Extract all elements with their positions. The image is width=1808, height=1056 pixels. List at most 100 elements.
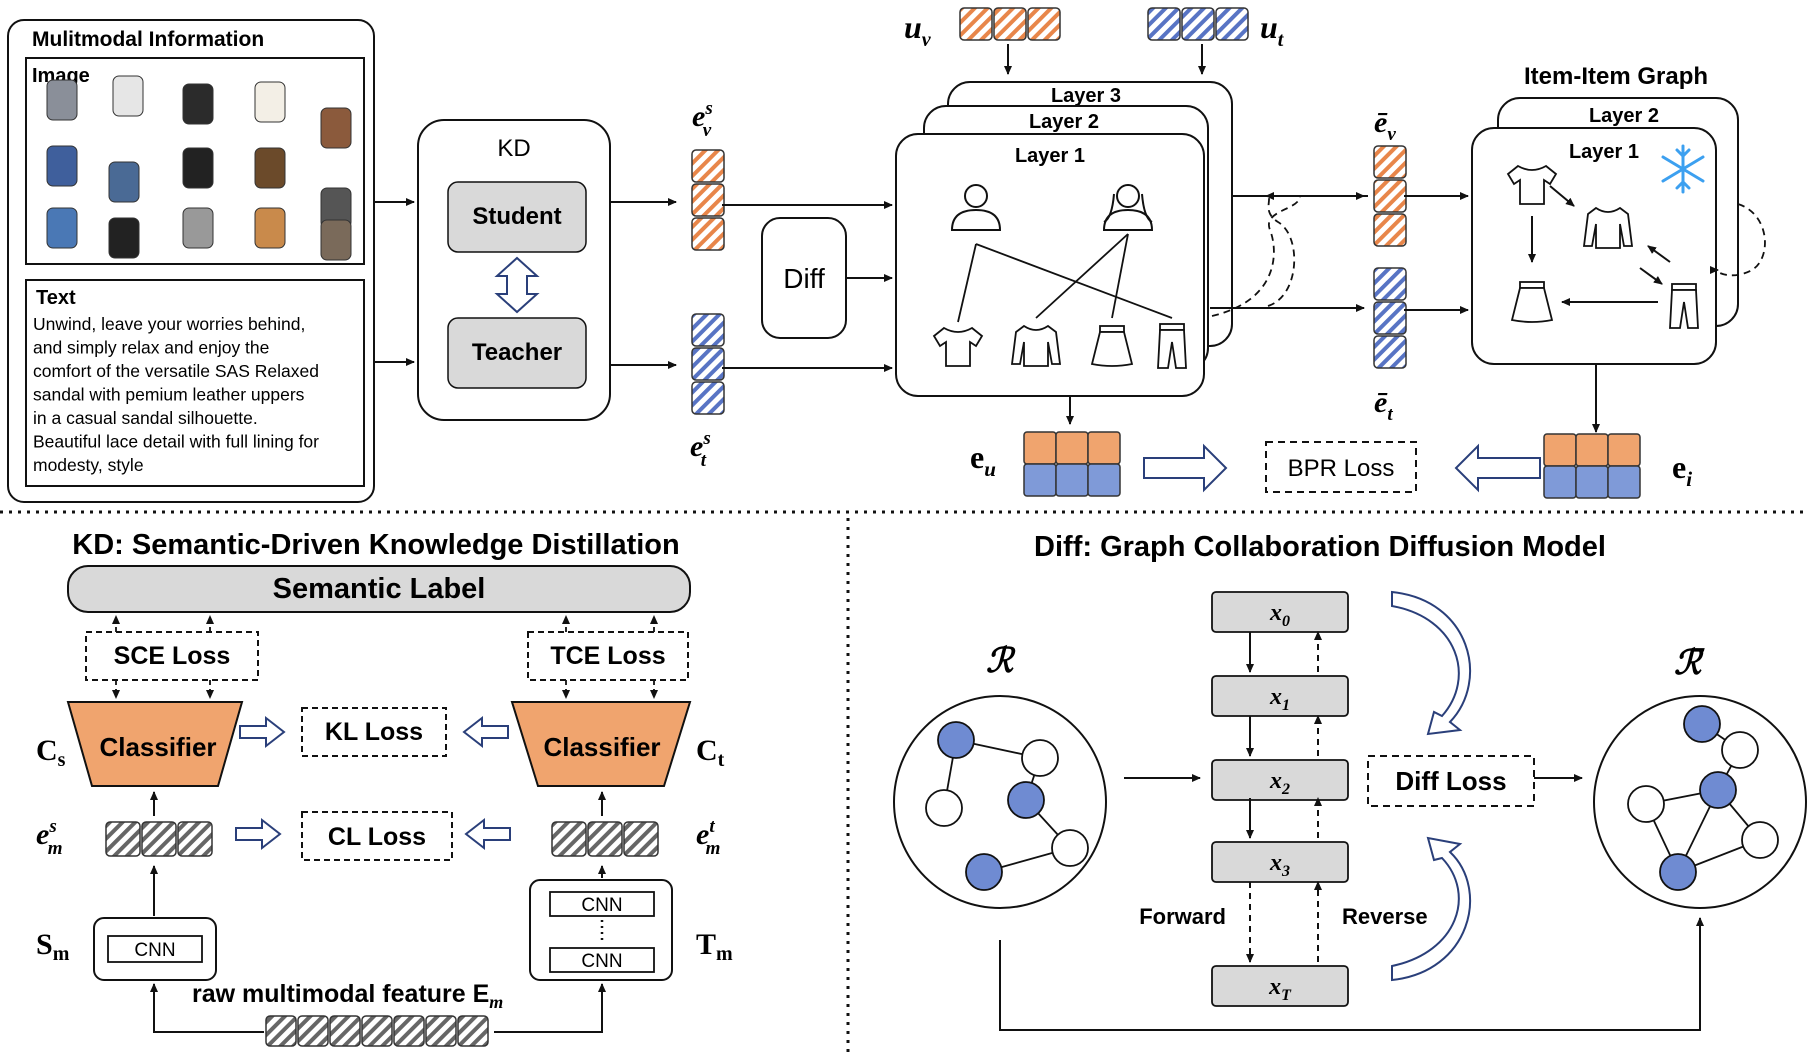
necklace-icon [182,207,214,249]
e-i-vector [1543,433,1641,499]
skirt-icon [1090,325,1134,367]
step-label: xT [1268,974,1292,1004]
student-box [447,181,587,253]
user-item-graph-layers: Layer 3 Layer 2 Layer 1 [895,81,1233,397]
kd-module: KD Student Teacher [417,119,611,421]
graph-r-node [1021,739,1059,777]
t-m-label: Tm [696,928,733,965]
student-label: Student [472,203,561,230]
graph-rbar-node [1699,771,1737,809]
u-t-vector [1147,7,1249,41]
vector-cell [1373,267,1407,301]
diffusion-step-arrows [1246,631,1322,963]
vector-cell [425,1015,457,1047]
vector-cell [1023,463,1057,497]
graph-r-node [965,853,1003,891]
vector-cell [329,1015,361,1047]
description-line: in a casual sandal silhouette. [33,408,258,428]
e-v-s-vector [691,149,725,251]
vector-cell [1575,465,1609,499]
tce-loss-label: TCE Loss [550,642,665,670]
graph-rbar-node [1627,785,1665,823]
shirt-icon [932,326,984,367]
snowflake-icon [1661,144,1705,194]
diff-section: Diff: Graph Collaboration Diffusion Mode… [893,531,1807,1031]
c-t-label: Ct [696,734,725,771]
e-i-label: ei [1672,449,1692,491]
skirt-icon [254,147,286,189]
r-label: ℛ [986,643,1016,680]
vector-cell [691,183,725,217]
e-t-s-vector [691,313,725,415]
vector-cell [551,821,587,857]
e-bar-v-label: ēv [1374,106,1396,145]
bpr-loss-label: BPR Loss [1288,455,1395,482]
teacher-cnn-bottom-label: CNN [581,951,622,972]
description-line: and simply relax and enjoy the [33,338,269,358]
sweater-icon [1582,206,1634,249]
item-graph-title: Item-Item Graph [1524,63,1708,90]
cl-loss-box [301,811,453,861]
graph-r-node [925,789,963,827]
product-images [46,75,352,261]
hollow-arrow-right-icon [1143,443,1228,493]
vector-cell [141,821,177,857]
shoe-icon [108,217,140,259]
e-m-t-vector [551,821,659,857]
arrow-raw-to-teacher [494,983,606,1033]
student-cnn-box [107,935,203,963]
vector-cell [105,821,141,857]
teacher-cnn-bottom-box [549,947,655,973]
vector-cell [691,347,725,381]
kl-loss-box [301,707,447,757]
diff-loss-box [1367,755,1535,807]
vector-cell [177,821,213,857]
jacket-icon [112,75,144,117]
student-classifier [66,701,244,787]
vector-cell [1087,463,1121,497]
raw-feature-label: raw multimodal feature Em [192,980,503,1012]
backpack-icon [182,83,214,125]
vector-cell [1087,431,1121,465]
cl-loss-label: CL Loss [328,823,426,851]
semantic-label-text: Semantic Label [273,573,486,605]
sce-loss-box [85,631,259,681]
item-graph-edges [1528,185,1671,306]
vector-cell [1607,433,1641,467]
arrow-r-to-rbar [999,917,1704,1031]
watch-icon [46,79,78,121]
hollow-arrow-kl-right-icon [462,715,509,749]
vector-cell [1055,463,1089,497]
diff-loss-label: Diff Loss [1395,766,1506,796]
vector-cell [959,7,993,41]
teacher-box [447,317,587,389]
r-bar-label: ℛ̄ [1674,645,1705,682]
vector-cell [1373,335,1407,369]
vector-cell [1181,7,1215,41]
arrow-raw-to-student [150,983,264,1033]
hollow-arrow-kl-left-icon [239,715,286,749]
gloves-icon [46,145,78,187]
student-cnn-label: CNN [134,940,175,961]
dress-icon [254,81,286,123]
vector-cell [691,381,725,415]
item-layer-2-label: Layer 2 [1589,105,1659,127]
teacher-cnn-top-label: CNN [581,895,622,916]
vector-cell [1147,7,1181,41]
curved-arrow-top-icon [1391,590,1472,736]
teacher-label: Teacher [472,339,562,366]
vector-cell [1373,179,1407,213]
pants-icon [1669,283,1699,329]
vector-cell [993,7,1027,41]
vector-cell [691,313,725,347]
sweater-icon [1010,324,1062,367]
double-arrow-icon [494,256,540,314]
s-m-label: Sm [36,928,70,965]
vector-cell [457,1015,489,1047]
step-label: x0 [1269,600,1290,630]
step-label: x2 [1269,768,1290,798]
raw-feature-vector [265,1015,489,1047]
kd-section: KD: Semantic-Driven Knowledge Distillati… [36,529,733,1047]
